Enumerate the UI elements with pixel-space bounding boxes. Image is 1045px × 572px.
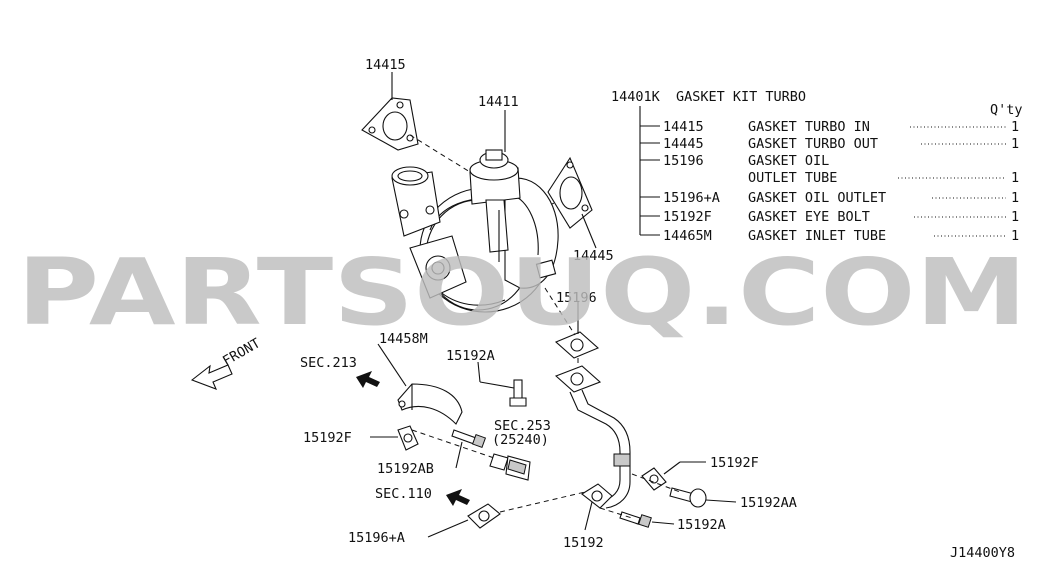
kit-row: 15196+A GASKET OIL OUTLET 1 — [640, 190, 1019, 206]
callout-15192f-right[interactable]: 15192F — [710, 455, 759, 471]
callout-14458m[interactable]: 14458M — [379, 331, 428, 347]
kit-item-code-link[interactable]: 15196+A — [663, 190, 720, 206]
callout-sec253[interactable]: SEC.253 — [494, 418, 551, 434]
callout-15192f-left[interactable]: 15192F — [303, 430, 352, 446]
gasket-kit-table: 14401K GASKET KIT TURBO Q'ty 14415 GASKE… — [611, 89, 1023, 244]
gasket-oil-outlet-tube-drawing[interactable] — [554, 331, 600, 359]
gasket-turbo-out-drawing[interactable] — [547, 156, 593, 229]
kit-row: 15196 GASKET OIL OUTLET TUBE 1 — [640, 153, 1019, 186]
kit-row: 14415 GASKET TURBO IN 1 — [640, 119, 1019, 135]
kit-row: 14465M GASKET INLET TUBE 1 — [640, 228, 1019, 244]
bolt-15192a-top-drawing[interactable] — [509, 379, 527, 407]
callout-sec110[interactable]: SEC.110 — [375, 486, 432, 502]
gasket-turbo-in-drawing[interactable] — [361, 97, 419, 151]
watermark: PARTSOUQ.COM — [17, 239, 1027, 346]
front-arrow-icon — [190, 364, 233, 390]
bolt-15192ab-drawing[interactable] — [451, 429, 487, 449]
callout-15196a[interactable]: 15196+A — [348, 530, 405, 546]
eye-bolt-15192aa-drawing[interactable] — [669, 487, 707, 508]
kit-name: GASKET KIT TURBO — [676, 89, 806, 105]
bolt-15192a-bottom-drawing[interactable] — [619, 511, 652, 528]
kit-item-code-link[interactable]: 14445 — [663, 136, 704, 152]
callout-15192a-top[interactable]: 15192A — [446, 348, 495, 364]
kit-item-qty: 1 — [1011, 136, 1019, 152]
kit-item-desc: GASKET TURBO IN — [748, 119, 870, 135]
callout-15192aa[interactable]: 15192AA — [740, 495, 797, 511]
kit-row: 14445 GASKET TURBO OUT 1 — [640, 136, 1019, 152]
eye-bolt-gasket-right-drawing[interactable] — [641, 467, 667, 491]
kit-item-qty: 1 — [1011, 119, 1019, 135]
callout-15192ab[interactable]: 15192AB — [377, 461, 434, 477]
wastegate-actuator-drawing[interactable] — [469, 149, 521, 262]
gasket-oil-outlet-drawing[interactable] — [467, 503, 501, 529]
callout-14411[interactable]: 14411 — [478, 94, 519, 110]
kit-item-desc-line2: OUTLET TUBE — [748, 170, 837, 186]
kit-item-qty: 1 — [1011, 190, 1019, 206]
callout-labels: 14415 14411 14445 15196 14458M SEC.213 1… — [300, 57, 797, 551]
kit-item-desc: GASKET TURBO OUT — [748, 136, 878, 152]
callout-sec253-sub: (25240) — [492, 432, 549, 448]
kit-item-qty: 1 — [1011, 209, 1019, 225]
turbocharger-drawing — [361, 97, 593, 313]
oil-outlet-tube-drawing — [554, 365, 631, 509]
kit-item-desc: GASKET INLET TUBE — [748, 228, 886, 244]
kit-item-code-link[interactable]: 15192F — [663, 209, 712, 225]
eye-bolt-gasket-left-drawing[interactable] — [397, 425, 419, 451]
diagram-code: J14400Y8 — [950, 545, 1015, 561]
callout-15192[interactable]: 15192 — [563, 535, 604, 551]
heat-insulator-drawing[interactable] — [397, 383, 463, 425]
kit-item-code-link[interactable]: 14415 — [663, 119, 704, 135]
arrow-sec213-icon — [356, 371, 380, 388]
leader-lines — [370, 72, 737, 538]
kit-item-code-link[interactable]: 14465M — [663, 228, 712, 244]
callout-14445[interactable]: 14445 — [573, 248, 614, 264]
callout-15196[interactable]: 15196 — [556, 290, 597, 306]
kit-item-desc: GASKET EYE BOLT — [748, 209, 870, 225]
callout-14415[interactable]: 14415 — [365, 57, 406, 73]
kit-row: 15192F GASKET EYE BOLT 1 — [640, 209, 1019, 225]
kit-item-desc: GASKET OIL OUTLET — [748, 190, 886, 206]
callout-15192a-bottom[interactable]: 15192A — [677, 517, 726, 533]
kit-item-code-link[interactable]: 15196 — [663, 153, 704, 169]
direction-arrows — [356, 371, 470, 506]
callout-sec213[interactable]: SEC.213 — [300, 355, 357, 371]
qty-header: Q'ty — [990, 102, 1023, 118]
sensor-drawing[interactable] — [489, 453, 531, 481]
kit-number-link[interactable]: 14401K — [611, 89, 661, 105]
kit-item-qty: 1 — [1011, 228, 1019, 244]
arrow-sec110-icon — [446, 489, 470, 506]
kit-item-qty: 1 — [1011, 170, 1019, 186]
kit-item-desc: GASKET OIL — [748, 153, 829, 169]
